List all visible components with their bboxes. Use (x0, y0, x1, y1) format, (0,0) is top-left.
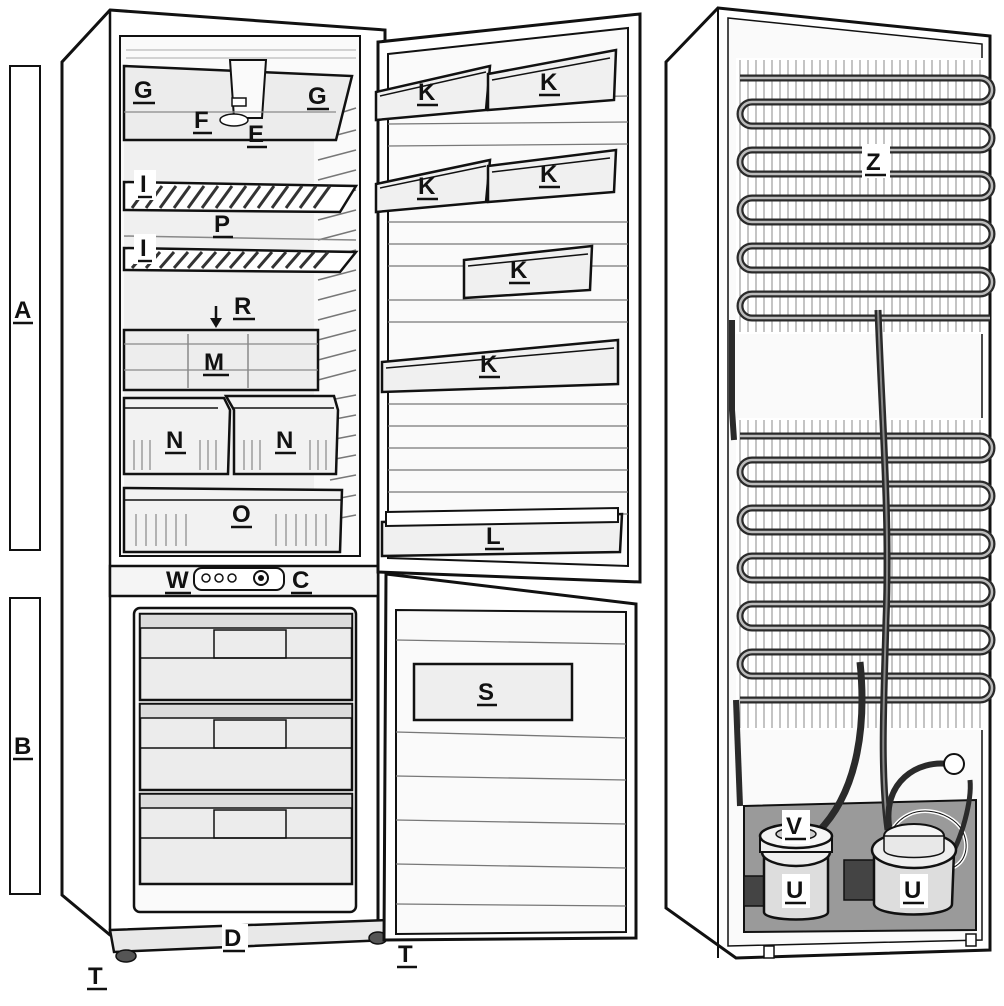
label-l: L (485, 523, 504, 551)
svg-text:N: N (166, 427, 183, 454)
label-k-3: K (417, 173, 438, 201)
label-k-5: K (509, 257, 530, 285)
label-u-right: U (900, 874, 928, 908)
svg-text:K: K (540, 161, 558, 188)
svg-text:S: S (478, 679, 494, 706)
label-o: O (231, 501, 252, 529)
freezer-door (382, 572, 638, 942)
svg-text:Z: Z (866, 149, 881, 176)
label-u-left: U (782, 874, 810, 908)
svg-text:T: T (398, 941, 413, 968)
label-r: R (233, 293, 255, 321)
label-n-left: N (165, 427, 186, 455)
svg-text:M: M (204, 349, 224, 376)
svg-text:K: K (418, 173, 436, 200)
label-v: V (782, 810, 810, 844)
label-i-lower: I (134, 234, 156, 264)
label-s: S (477, 679, 497, 707)
svg-text:K: K (480, 351, 498, 378)
label-k-1: K (417, 79, 438, 107)
svg-text:O: O (232, 501, 251, 528)
label-k-2: K (539, 69, 560, 97)
arrow-down-icon (210, 306, 222, 328)
label-n-right: N (275, 427, 296, 455)
control-panel (108, 564, 380, 598)
svg-text:U: U (786, 877, 803, 904)
crisper-drawer-right (223, 394, 340, 476)
svg-text:V: V (786, 813, 802, 840)
svg-text:I: I (140, 235, 147, 262)
label-p: P (213, 211, 233, 239)
svg-text:K: K (540, 69, 558, 96)
svg-text:T: T (88, 963, 103, 990)
label-b: B (12, 732, 38, 761)
freezer-drawer-1 (138, 612, 354, 702)
svg-text:F: F (194, 107, 209, 134)
label-e: E (247, 121, 267, 149)
svg-text:G: G (308, 83, 327, 110)
fridge-back-view (664, 6, 996, 960)
fridge-door (374, 12, 642, 584)
svg-text:W: W (166, 567, 189, 594)
svg-text:U: U (904, 877, 921, 904)
crisper-drawer-left (122, 396, 232, 476)
chiller-drawer-m (122, 328, 320, 392)
door-shelf-k-6 (380, 338, 620, 394)
label-k-4: K (539, 161, 560, 189)
label-d: D (222, 924, 248, 954)
freezer-drawer-3 (138, 792, 354, 886)
label-i-upper: I (134, 170, 156, 200)
freezer-compartment (132, 606, 358, 914)
glass-shelf-lower (122, 246, 359, 274)
label-f: F (193, 107, 212, 135)
svg-text:L: L (486, 523, 501, 550)
label-t-left: T (87, 963, 107, 991)
svg-text:N: N (276, 427, 293, 454)
label-c: C (291, 567, 312, 595)
label-w: W (165, 567, 191, 595)
top-light-unit (122, 59, 354, 142)
svg-text:I: I (140, 171, 147, 198)
label-m: M (203, 349, 229, 377)
bottom-drawer-o (122, 486, 344, 554)
label-z: Z (862, 144, 890, 178)
door-shelf-k-4 (486, 148, 618, 204)
svg-text:R: R (234, 293, 251, 320)
label-g-right: G (307, 83, 329, 111)
foot-left (115, 949, 137, 963)
door-shelf-k-3 (374, 158, 492, 214)
label-g-left: G (133, 77, 155, 105)
label-t-right: T (397, 941, 417, 969)
freezer-door-panel-s (412, 662, 574, 722)
svg-text:D: D (224, 925, 241, 952)
door-shelf-k-5 (462, 244, 594, 300)
svg-text:K: K (510, 257, 528, 284)
svg-text:K: K (418, 79, 436, 106)
door-shelf-k-1 (374, 64, 492, 122)
label-k-6: K (479, 351, 500, 379)
compressor-unit-right (843, 823, 958, 916)
svg-text:A: A (14, 297, 31, 324)
svg-text:E: E (248, 121, 264, 148)
label-a: A (12, 296, 38, 325)
glass-shelf-upper (122, 180, 359, 214)
svg-text:B: B (14, 733, 31, 760)
svg-text:G: G (134, 77, 153, 104)
bottle-shelf-l (380, 506, 624, 558)
door-shelf-k-2 (486, 48, 618, 112)
svg-text:P: P (214, 211, 230, 238)
freezer-drawer-2 (138, 702, 354, 792)
svg-text:C: C (292, 567, 309, 594)
